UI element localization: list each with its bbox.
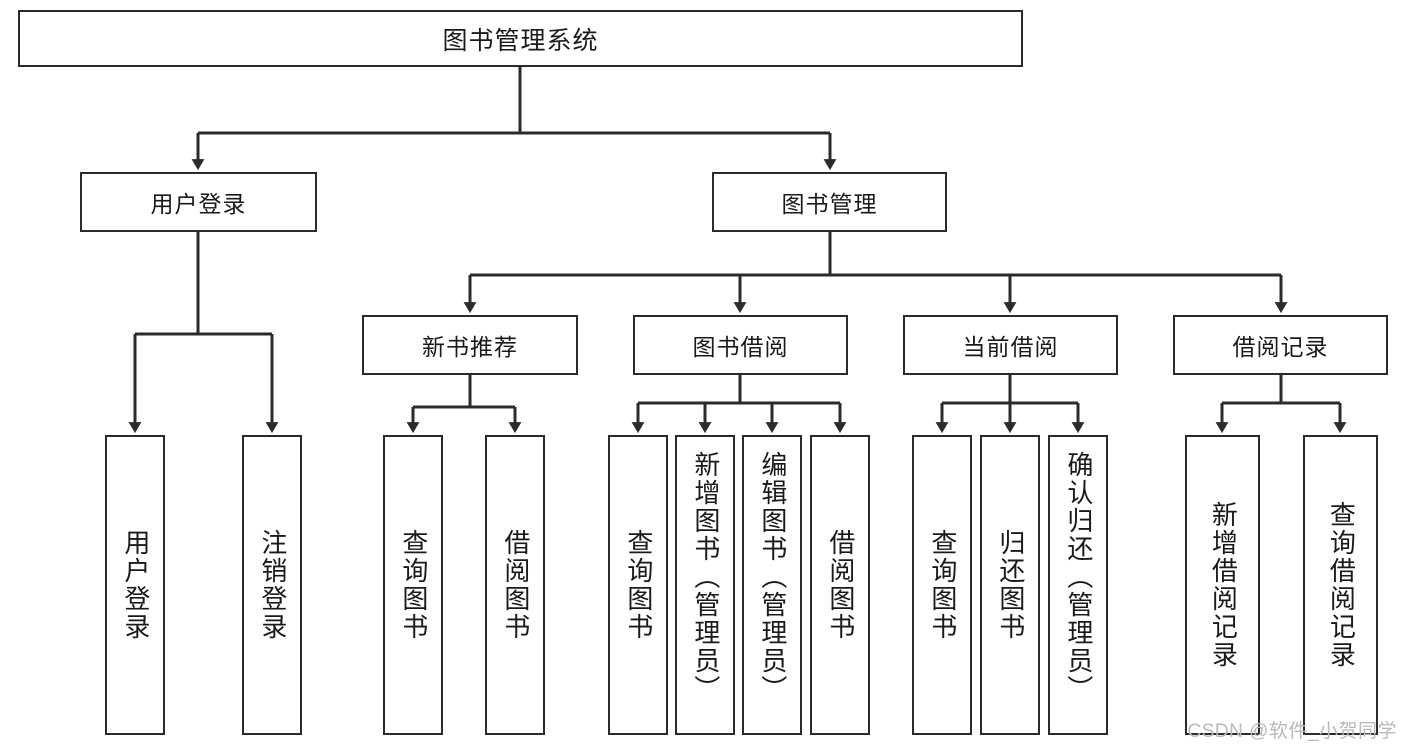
leaf-borrow-record-1-label: 新增借阅记录 bbox=[1208, 501, 1239, 669]
leaf-new-book-2-label: 借阅图书 bbox=[500, 529, 531, 641]
leaf-new-book-1[interactable]: 查询图书 bbox=[383, 435, 443, 735]
leaf-new-book-1-label: 查询图书 bbox=[398, 529, 429, 641]
leaf-book-borrow-3-label: 编辑图书（管理员） bbox=[757, 451, 788, 703]
leaf-user-login-2[interactable]: 注销登录 bbox=[242, 435, 302, 735]
leaf-current-borrow-1-label: 查询图书 bbox=[927, 529, 958, 641]
leaf-borrow-record-1[interactable]: 新增借阅记录 bbox=[1185, 435, 1260, 735]
node-book-manage[interactable]: 图书管理 bbox=[712, 172, 947, 232]
node-current-borrow-label: 当前借阅 bbox=[962, 334, 1059, 360]
leaf-current-borrow-1[interactable]: 查询图书 bbox=[912, 435, 972, 735]
leaf-book-borrow-4-label: 借阅图书 bbox=[825, 529, 856, 641]
node-new-book-recommend[interactable]: 新书推荐 bbox=[362, 315, 578, 375]
node-root-label: 图书管理系统 bbox=[442, 26, 599, 55]
node-current-borrow[interactable]: 当前借阅 bbox=[903, 315, 1118, 375]
node-book-manage-label: 图书管理 bbox=[781, 191, 878, 217]
leaf-book-borrow-3[interactable]: 编辑图书（管理员） bbox=[742, 435, 802, 735]
node-root[interactable]: 图书管理系统 bbox=[18, 10, 1023, 67]
csdn-watermark: CSDN @软件_小贺同学 bbox=[1187, 721, 1397, 742]
node-book-borrow[interactable]: 图书借阅 bbox=[633, 315, 848, 375]
leaf-user-login-2-label: 注销登录 bbox=[257, 529, 288, 641]
leaf-book-borrow-2[interactable]: 新增图书（管理员） bbox=[675, 435, 735, 735]
node-book-borrow-label: 图书借阅 bbox=[692, 334, 789, 360]
node-user-login[interactable]: 用户登录 bbox=[80, 172, 317, 232]
leaf-user-login-1[interactable]: 用户登录 bbox=[105, 435, 165, 735]
leaf-book-borrow-4[interactable]: 借阅图书 bbox=[810, 435, 870, 735]
leaf-user-login-1-label: 用户登录 bbox=[120, 529, 151, 641]
leaf-borrow-record-2-label: 查询借阅记录 bbox=[1326, 501, 1357, 669]
node-borrow-record-label: 借阅记录 bbox=[1232, 334, 1329, 360]
leaf-borrow-record-2[interactable]: 查询借阅记录 bbox=[1303, 435, 1378, 735]
node-new-book-recommend-label: 新书推荐 bbox=[422, 334, 518, 360]
leaf-current-borrow-3[interactable]: 确认归还（管理员） bbox=[1048, 435, 1108, 735]
node-borrow-record[interactable]: 借阅记录 bbox=[1173, 315, 1388, 375]
leaf-book-borrow-2-label: 新增图书（管理员） bbox=[690, 451, 721, 703]
leaf-new-book-2[interactable]: 借阅图书 bbox=[485, 435, 545, 735]
leaf-book-borrow-1-label: 查询图书 bbox=[623, 529, 654, 641]
leaf-current-borrow-2-label: 归还图书 bbox=[995, 529, 1026, 641]
leaf-current-borrow-3-label: 确认归还（管理员） bbox=[1063, 451, 1094, 703]
node-user-login-label: 用户登录 bbox=[150, 191, 247, 217]
leaf-book-borrow-1[interactable]: 查询图书 bbox=[608, 435, 668, 735]
leaf-current-borrow-2[interactable]: 归还图书 bbox=[980, 435, 1040, 735]
